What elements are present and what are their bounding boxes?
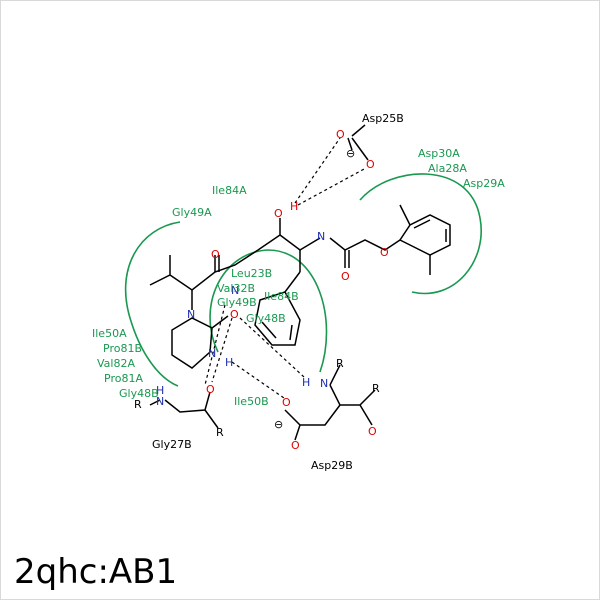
residue-pro81b: Pro81B (103, 342, 142, 355)
atom-n-val: N (231, 284, 239, 297)
residue-asp29b: Asp29B (311, 459, 353, 472)
hydrogen-bonds (204, 137, 367, 399)
atom-o-asp29-1: O (368, 425, 377, 438)
atom-o-asp29-2: O (282, 396, 291, 409)
atom-o-ring: O (230, 308, 239, 321)
atom-h-ring2: H (225, 356, 233, 369)
atom-o-asp29-3: O (291, 439, 300, 452)
atom-n-amide: N (317, 230, 325, 243)
residue-ile84a: Ile84A (212, 184, 247, 197)
residue-ile50b: Ile50B (234, 395, 269, 408)
atom-n-asp29: N (320, 377, 328, 390)
atom-n-gly27: N (156, 395, 164, 408)
residue-gly48b-mid: Gly48B (246, 312, 286, 325)
atom-n-ring1: N (187, 308, 195, 321)
residue-ile50a: Ile50A (92, 327, 127, 340)
arc-right (359, 173, 482, 295)
residue-gly48b: Gly48B (119, 387, 159, 400)
residue-pro81a: Pro81A (104, 372, 143, 385)
atom-o-ether: O (380, 246, 389, 259)
atom-h-hydroxyl: H (290, 200, 298, 213)
diagram-caption: 2qhc:AB1 (14, 552, 177, 592)
atom-o-asp25-2: O (366, 158, 375, 171)
atom-n-ring2: N (208, 347, 216, 360)
atom-o-gly27: O (206, 383, 215, 396)
residue-asp25b: Asp25B (362, 112, 404, 125)
residue-ile84b: Ile84B (264, 290, 299, 303)
atom-o-amide: O (341, 270, 350, 283)
residue-gly49b: Gly49B (217, 296, 257, 309)
atom-labels: O O ⊖ O H N O O O N N O N H O N H R R H … (134, 128, 389, 452)
atom-o-val: O (211, 248, 220, 261)
residue-gly27b: Gly27B (152, 438, 192, 451)
residue-leu23b: Leu23B (231, 267, 272, 280)
atom-r-asp29-1: R (336, 357, 344, 370)
hydrophobic-arcs (124, 173, 482, 387)
arc-center (209, 249, 328, 373)
atom-o-hydroxyl: O (274, 207, 283, 220)
residue-ala28a: Ala28A (428, 162, 467, 175)
residue-labels: Asp25B Asp30A Ala28A Asp29A Ile84A Gly49… (92, 112, 505, 472)
atom-h-asp29: H (302, 376, 310, 389)
atom-r-gly27-2: R (216, 426, 224, 439)
charge-minus-asp25: ⊖ (346, 147, 355, 160)
bonds (149, 124, 451, 441)
arc-left (124, 221, 181, 387)
residue-asp29a: Asp29A (463, 177, 505, 190)
residue-val32b: Val32B (217, 282, 255, 295)
atom-r-gly27-1: R (134, 398, 142, 411)
residue-gly49a: Gly49A (172, 206, 212, 219)
charge-minus-asp29: ⊖ (274, 418, 283, 431)
residue-val82a: Val82A (97, 357, 135, 370)
residue-asp30a: Asp30A (418, 147, 460, 160)
atom-h-gly27: H (156, 384, 164, 397)
atom-o-asp25-1: O (336, 128, 345, 141)
atom-r-asp29-2: R (372, 382, 380, 395)
